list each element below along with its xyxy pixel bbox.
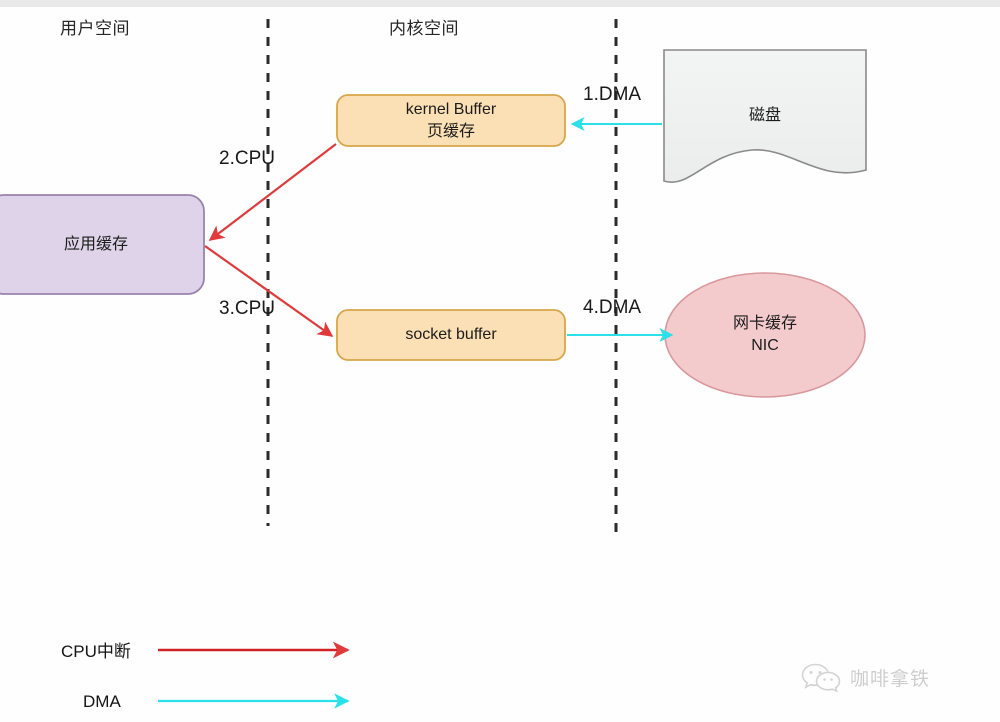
legend-label-cpu: CPU中断 <box>61 642 131 661</box>
node-nic-shape <box>664 272 866 398</box>
step-label-3-cpu: 3.CPU <box>219 298 275 319</box>
step-label-2-cpu: 2.CPU <box>219 148 275 169</box>
watermark-label: 咖啡拿铁 <box>850 668 931 690</box>
node-socket-buffer-shape <box>336 309 566 361</box>
wechat-icon <box>801 663 841 692</box>
zone-title-user-space: 用户空间 <box>60 19 130 38</box>
node-app-cache-shape <box>0 194 205 295</box>
diagram-canvas: 用户空间 内核空间 应用缓存 kernel Buffer 页缓存 socket … <box>0 7 1000 722</box>
node-kernel-buffer-shape <box>336 94 566 147</box>
node-disk-shape <box>663 49 867 183</box>
arrow-step-2-cpu <box>208 143 337 241</box>
arrow-step-3-cpu <box>204 245 334 337</box>
watermark: 咖啡拿铁 <box>800 662 930 692</box>
zone-title-kernel-space: 内核空间 <box>389 19 459 38</box>
step-label-1-dma: 1.DMA <box>583 84 642 105</box>
diagram-vector-layer <box>0 19 867 709</box>
step-label-4-dma: 4.DMA <box>583 297 642 318</box>
legend-label-dma: DMA <box>83 692 121 711</box>
